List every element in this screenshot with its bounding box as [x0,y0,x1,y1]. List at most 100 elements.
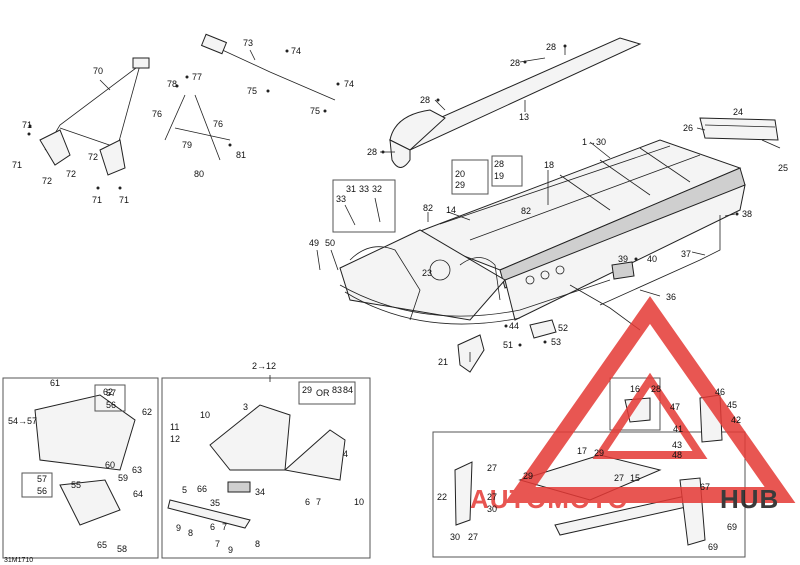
callout-13: 13 [519,112,529,122]
callout-54-57: 54→57 [8,416,37,426]
callout-29: 29 [455,180,465,190]
callout-33: 33 [359,184,369,194]
callout-57: 57 [37,474,47,484]
callout-46: 46 [715,387,725,397]
callout-3: 3 [243,402,248,412]
callout-16: 16 [630,384,640,394]
callout-65: 65 [97,540,107,550]
callout-25: 25 [778,163,788,173]
drawing-code: 31M1710 [4,557,33,564]
shock-73 [200,33,336,101]
callout-31: 31 [346,184,356,194]
callout-15: 15 [630,473,640,483]
callout-78: 78 [167,79,177,89]
callout-10: 10 [200,410,210,420]
callout-66: 66 [197,484,207,494]
callout-56-upper: 56 [106,400,116,410]
callout-27: 27 [487,463,497,473]
callout-36: 36 [666,292,676,302]
callout-75: 75 [247,86,257,96]
callout-42: 42 [731,415,741,425]
callout-58: 58 [117,544,127,554]
callout-40: 40 [647,254,657,264]
callout-48: 48 [672,450,682,460]
callout-72: 72 [88,152,98,162]
inset-2-12 [161,377,371,559]
callout-71: 71 [12,160,22,170]
callout-69: 69 [727,522,737,532]
callout-27: 27 [614,473,624,483]
fasteners [27,44,739,347]
tunnel-protector-13 [388,37,642,168]
callout-28: 28 [651,384,661,394]
callout-28: 28 [494,159,504,169]
callout-76: 76 [152,109,162,119]
callout-9: 9 [176,523,181,533]
box-19-20 [451,155,523,195]
callout-28: 28 [420,95,430,105]
callout-77: 77 [192,72,202,82]
callout-7: 7 [215,539,220,549]
callout-32: 32 [372,184,382,194]
callout-23: 23 [422,268,432,278]
callout-80: 80 [194,169,204,179]
callout-38: 38 [742,209,752,219]
callout-7: 7 [316,497,321,507]
callout-63: 63 [132,465,142,475]
callout-83: 83 [332,385,342,395]
callout-60: 60 [105,460,115,470]
callout-67: 67 [700,482,710,492]
callout-10: 10 [354,497,364,507]
callout-69: 69 [708,542,718,552]
callout-39: 39 [618,254,628,264]
callout-21: 21 [438,357,448,367]
callout-57-upper: 57 [106,388,116,398]
callout-24: 24 [733,107,743,117]
callout-28: 28 [546,42,556,52]
callout-6: 6 [210,522,215,532]
callout-4: 4 [343,449,348,459]
callout-81: 81 [236,150,246,160]
callout-2-12: 2→12 [252,361,276,371]
callout-29: 29 [523,471,533,481]
callout-35: 35 [210,498,220,508]
callout-30: 30 [450,532,460,542]
rear-bumper-24 [699,117,779,141]
callout-72: 72 [42,176,52,186]
callout-44: 44 [509,321,519,331]
main-frame-assembly [339,139,746,325]
callout-9: 9 [228,545,233,555]
callout-28: 28 [367,147,377,157]
callout-29: 29 [594,448,604,458]
callout-labels: 28 28 28 28 13 1→30 24 26 25 18 20 29 28… [8,38,788,555]
link-set-76-81 [164,94,231,161]
callout-5: 5 [182,485,187,495]
callout-43: 43 [672,440,682,450]
callout-71: 71 [92,195,102,205]
callout-27: 27 [487,492,497,502]
callout-19: 19 [494,171,504,181]
callout-76: 76 [213,119,223,129]
watermark-part1: AUTOMOTO [470,484,629,514]
callout-6: 6 [305,497,310,507]
callout-11: 11 [170,422,179,432]
callout-56: 56 [37,486,47,496]
callout-37: 37 [681,249,691,259]
callout-50: 50 [325,238,335,248]
callout-29: 29 [302,385,312,395]
callout-22: 22 [437,492,447,502]
callout-62: 62 [142,407,152,417]
callout-62: 62 [103,387,113,397]
callout-72: 72 [66,169,76,179]
callout-49: 49 [309,238,319,248]
callout-20: 20 [455,169,465,179]
callout-82: 82 [521,206,531,216]
watermark-triangle [504,296,796,503]
watermark-part2: HUB [720,484,779,514]
callout-8: 8 [255,539,260,549]
callout-53: 53 [551,337,561,347]
bracket-21 [457,334,485,373]
callout-8: 8 [188,528,193,538]
callout-64: 64 [133,489,143,499]
